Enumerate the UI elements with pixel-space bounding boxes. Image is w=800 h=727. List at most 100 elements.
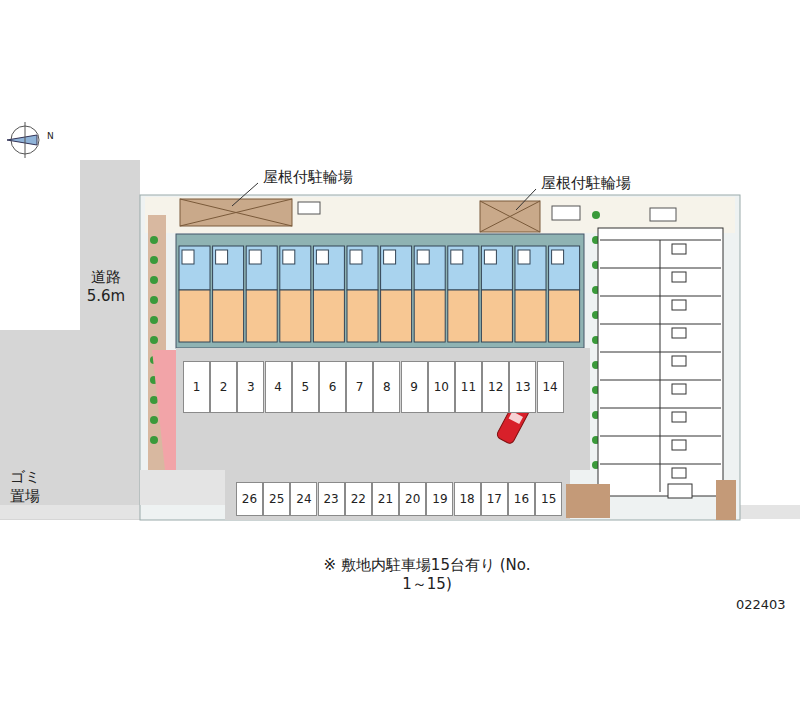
unit-wall: [660, 296, 661, 324]
north-mark: N: [47, 131, 54, 142]
unit-wall: [660, 464, 661, 492]
unit-wet-area: [481, 246, 512, 290]
unit-wet-area: [549, 246, 580, 290]
unit-bath: [384, 250, 396, 264]
parking-space: 14: [537, 361, 564, 413]
path: [140, 470, 225, 505]
parking-space: 18: [454, 482, 481, 516]
parking-space: 2: [210, 361, 237, 413]
unit-wet-area: [213, 246, 244, 290]
space-number: 21: [378, 492, 393, 506]
apartment-units: [600, 240, 721, 492]
space-number: 17: [487, 492, 502, 506]
hedge: [150, 211, 600, 469]
unit-bath: [451, 250, 463, 264]
parking-space: 5: [292, 361, 319, 413]
space-number: 7: [356, 380, 364, 394]
parking-space: 23: [318, 482, 345, 516]
parking-space: 3: [237, 361, 264, 413]
unit-bath: [484, 250, 496, 264]
unit-bath: [518, 250, 530, 264]
unit-bath: [672, 300, 686, 310]
parking-space: 1: [183, 361, 210, 413]
parking-lot: [176, 348, 590, 470]
unit-bath: [672, 244, 686, 254]
unit-room: [246, 290, 277, 342]
space-number: 11: [461, 380, 476, 394]
space-number: 3: [247, 380, 255, 394]
unit-bath: [417, 250, 429, 264]
unit-wall: [660, 268, 661, 296]
stairs: [668, 484, 692, 498]
space-number: 19: [432, 492, 447, 506]
space-number: 18: [459, 492, 474, 506]
space-number: 16: [514, 492, 529, 506]
bike-shelter: [480, 201, 540, 232]
unit-room: [280, 290, 311, 342]
unit-bath: [672, 468, 686, 478]
unit-bath: [216, 250, 228, 264]
space-number: 14: [542, 380, 557, 394]
unit-wall: [660, 324, 661, 352]
leader-line: [232, 183, 258, 206]
unit-wet-area: [179, 246, 210, 290]
building: [176, 234, 584, 348]
unit-bath: [182, 250, 194, 264]
parking-space: 11: [455, 361, 482, 413]
parking-space: 4: [265, 361, 292, 413]
parking-space: 10: [428, 361, 455, 413]
unit-room: [481, 290, 512, 342]
unit-bath: [350, 250, 362, 264]
parking-note: ※ 敷地内駐車場15台有り (No. 1～15): [322, 556, 532, 594]
parking-space: 12: [482, 361, 509, 413]
unit-wet-area: [515, 246, 546, 290]
space-number: 26: [242, 492, 257, 506]
unit-bath: [672, 356, 686, 366]
unit-room: [179, 290, 210, 342]
parking-space: 7: [346, 361, 373, 413]
unit-bath: [552, 250, 564, 264]
apartment-units: [179, 246, 580, 342]
compass: [7, 122, 39, 158]
unit-room: [381, 290, 412, 342]
unit-bath: [672, 272, 686, 282]
unit-bath: [672, 412, 686, 422]
unit-room: [549, 290, 580, 342]
unit-wet-area: [313, 246, 344, 290]
unit-room: [515, 290, 546, 342]
unit-bath: [672, 328, 686, 338]
parking-space: 21: [372, 482, 399, 516]
space-number: 8: [383, 380, 391, 394]
space-number: 24: [296, 492, 311, 506]
planting-area: [152, 350, 176, 470]
unit-bath: [672, 384, 686, 394]
unit-wet-area: [381, 246, 412, 290]
unit-room: [213, 290, 244, 342]
bike-shelter-label: 屋根付駐輪場: [263, 168, 353, 187]
space-number: 4: [274, 380, 282, 394]
parking-space: 25: [263, 482, 290, 516]
hatch-area: [566, 484, 610, 518]
unit-bath: [249, 250, 261, 264]
parking-space: 9: [401, 361, 428, 413]
site-ground: [140, 195, 740, 520]
parking-space: 13: [509, 361, 536, 413]
unit-bath: [672, 440, 686, 450]
unit-room: [414, 290, 445, 342]
unit-bath: [316, 250, 328, 264]
unit-room: [448, 290, 479, 342]
space-number: 9: [410, 380, 418, 394]
unit-wall: [660, 408, 661, 436]
parking-space: 26: [236, 482, 263, 516]
utility-box: [298, 202, 676, 221]
unit-bath: [283, 250, 295, 264]
leader-line: [516, 189, 536, 210]
building: [598, 228, 723, 496]
space-number: 6: [329, 380, 337, 394]
parking-space: 22: [345, 482, 372, 516]
unit-room: [347, 290, 378, 342]
space-number: 2: [220, 380, 228, 394]
unit-wall: [660, 380, 661, 408]
space-number: 22: [351, 492, 366, 506]
parking-lot: [225, 470, 570, 520]
